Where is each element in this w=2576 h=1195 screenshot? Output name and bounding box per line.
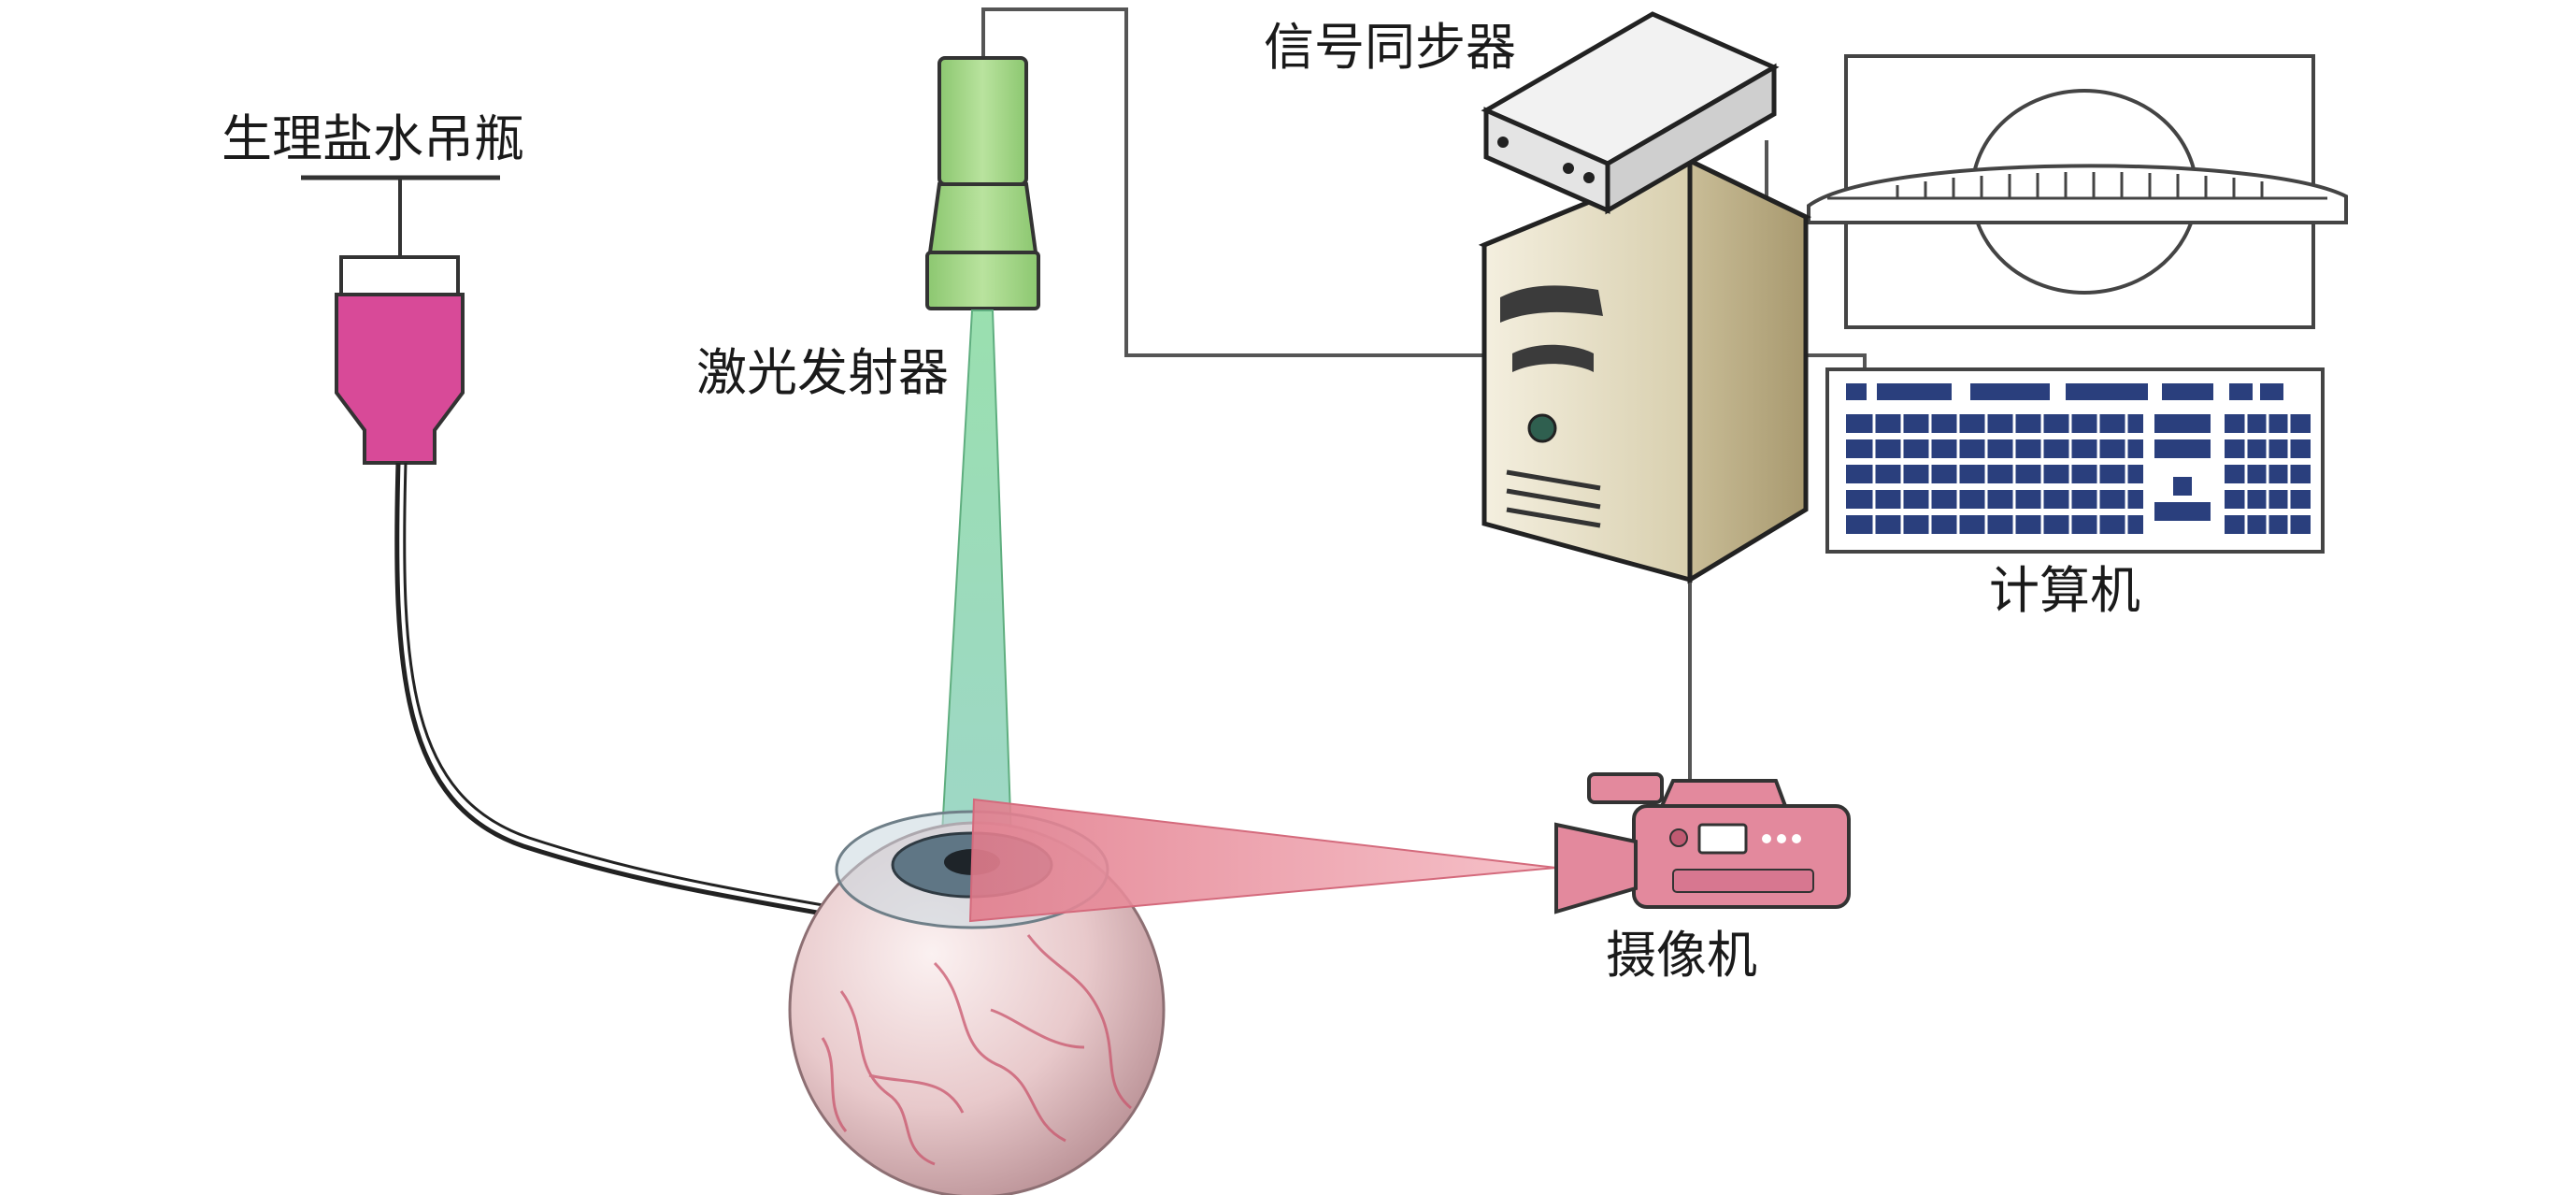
tower-side <box>1687 157 1809 584</box>
tower-drive-bay-2 <box>1512 344 1594 372</box>
camera-lens <box>1554 822 1638 914</box>
camera-beam <box>968 798 1557 923</box>
eyeball-veins <box>821 934 1132 1166</box>
video-camera-icon <box>1554 772 1851 914</box>
tower-power-button <box>1527 413 1557 443</box>
keyboard-key-gaps <box>1872 414 2291 534</box>
laser-top-cable <box>981 7 1507 357</box>
camera-viewfinder <box>1587 772 1664 804</box>
laser-emitter-upper <box>937 56 1028 186</box>
saline-tube <box>394 462 923 933</box>
keyboard-icon <box>1825 367 2325 554</box>
saline-bottle-cap <box>339 255 460 296</box>
sync-led-2 <box>1563 163 1574 174</box>
tower-to-keyboard-cable <box>1806 353 1867 369</box>
tower-vents <box>1506 469 1601 528</box>
camera-button <box>1669 828 1688 847</box>
monitor-ticks <box>1896 172 2264 198</box>
laser-emitter-icon <box>925 56 1040 310</box>
sync-led-1 <box>1497 137 1509 148</box>
laser-emitter-flare <box>927 182 1038 254</box>
label-camera: 摄像机 <box>1606 926 1757 985</box>
laser-emitter-base <box>925 251 1040 310</box>
tower-drive-bay-1 <box>1500 285 1603 323</box>
label-signal-synchronizer: 信号同步器 <box>1264 18 1516 77</box>
camera-lower-panel <box>1672 869 1814 893</box>
monitor-bar <box>1807 164 2348 224</box>
sync-side <box>1605 63 1777 215</box>
saline-bottle-fluid <box>335 293 465 465</box>
label-laser-emitter: 激光发射器 <box>696 343 949 402</box>
sync-led-3 <box>1583 172 1595 183</box>
computer-tower-icon <box>1478 157 1812 584</box>
camera-dot-3 <box>1792 834 1801 843</box>
label-saline-bottle: 生理盐水吊瓶 <box>222 109 524 168</box>
label-computer: 计算机 <box>1989 561 2140 620</box>
camera-display <box>1697 823 1748 855</box>
camera-dot-1 <box>1762 834 1771 843</box>
saline-iv-bottle-icon <box>301 175 500 465</box>
camera-dot-2 <box>1777 834 1786 843</box>
signal-synchronizer-icon <box>1481 11 1780 215</box>
camera-handle <box>1660 779 1787 807</box>
monitor-icon <box>1807 54 2348 329</box>
